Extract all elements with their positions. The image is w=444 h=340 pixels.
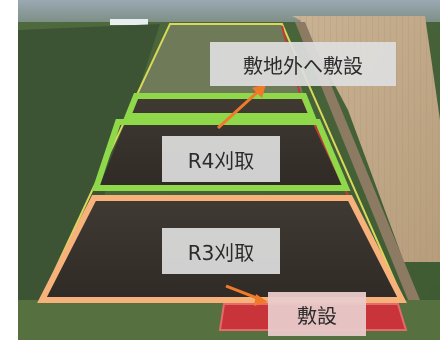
left-vegetation xyxy=(18,24,160,300)
r4-outline xyxy=(91,119,351,191)
distant-building xyxy=(110,19,148,25)
label-r4-harvest: R4刈取 xyxy=(162,136,280,182)
arrow-head-laying xyxy=(254,294,268,306)
r3-outline xyxy=(37,195,407,303)
field-road xyxy=(295,22,420,300)
label-r3-harvest: R3刈取 xyxy=(162,228,280,274)
label-laying: 敷設 xyxy=(268,292,366,336)
arrow-to-offsite xyxy=(216,86,264,130)
arrow-head-offsite xyxy=(252,84,266,98)
r4-upper-outline xyxy=(123,93,317,119)
label-offsite-laying: 敷地外へ敷設 xyxy=(210,42,396,86)
